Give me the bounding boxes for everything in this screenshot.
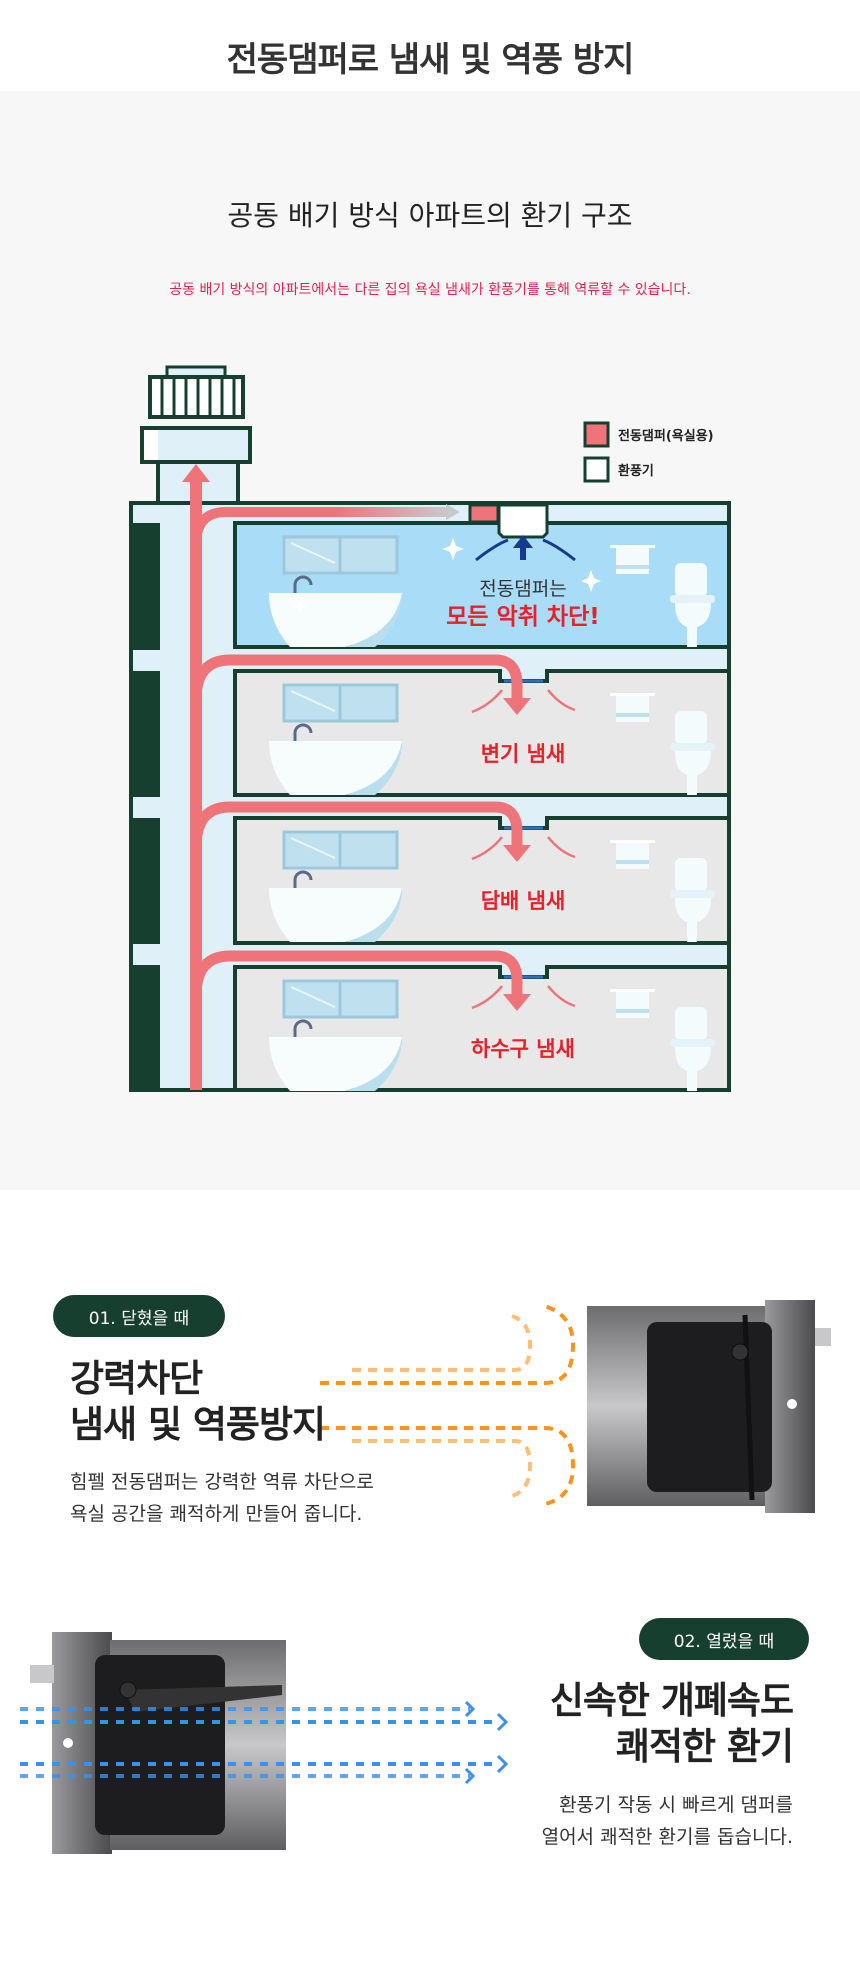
floor-odor-label: 담배 냄새	[481, 889, 566, 913]
sparkle-icon	[293, 538, 601, 614]
odor-riser-arrow	[190, 478, 202, 1090]
damper-headline: 모든 악취 차단!	[446, 604, 599, 630]
closed-description-line: 힘펠 전동댐퍼는 강력한 역류 차단으로	[70, 1471, 374, 1493]
intake-arrows-icon	[475, 538, 576, 562]
electric-damper	[468, 503, 500, 524]
floor-odor-label: 변기 냄새	[481, 742, 566, 766]
legend: 전동댐퍼(욕실용) 환풍기	[583, 421, 714, 483]
open-airflow-icon	[20, 1707, 500, 1778]
damper-caption: 전동댐퍼는	[479, 578, 566, 600]
legend-swatch-damper	[583, 421, 610, 448]
closed-heading-line: 냄새 및 역풍방지	[70, 1403, 326, 1446]
page-title: 전동댐퍼로 냄새 및 역풍 방지	[226, 40, 635, 80]
apartment-diagram: 전동댐퍼는 모든 악취 차단! 변기 냄새 담배 냄새 하수구 냄새	[129, 365, 731, 1093]
damper-open-photo	[30, 1632, 286, 1854]
building-wall	[131, 523, 160, 1090]
legend-swatch-fan	[583, 456, 610, 483]
legend-label: 전동댐퍼(욕실용)	[618, 428, 714, 444]
closed-heading-line: 강력차단	[70, 1357, 203, 1400]
exhaust-base	[140, 426, 252, 464]
structure-subtitle: 공동 배기 방식 아파트의 환기 구조	[227, 199, 633, 232]
odor-backflow-arrows	[190, 654, 523, 997]
damper-closed-photo	[587, 1300, 831, 1513]
closed-description: 힘펠 전동댐퍼는 강력한 역류 차단으로 욕실 공간을 쾌적하게 만들어 줍니다…	[70, 1466, 374, 1530]
open-heading-line: 쾌적한 환기	[615, 1725, 794, 1768]
closed-description-line: 욕실 공간을 쾌적하게 만들어 줍니다.	[70, 1503, 363, 1525]
floor-odor-label: 하수구 냄새	[471, 1037, 575, 1061]
open-description-line: 열어서 쾌적한 환기를 돕습니다.	[541, 1826, 793, 1848]
closed-heading: 강력차단 냄새 및 역풍방지	[70, 1356, 326, 1448]
open-state-badge: 02. 열렸을 때	[639, 1618, 809, 1660]
open-description-line: 환풍기 작동 시 빠르게 댐퍼를	[559, 1794, 793, 1816]
blocked-airflow-icon	[320, 1303, 576, 1507]
open-heading: 신속한 개폐속도 쾌적한 환기	[549, 1678, 794, 1770]
legend-label: 환풍기	[618, 463, 654, 479]
closed-state-badge: 01. 닫혔을 때	[53, 1295, 225, 1337]
structure-description: 공동 배기 방식의 아파트에서는 다른 집의 욕실 냄새가 환풍기를 통해 역류…	[169, 282, 691, 298]
open-description: 환풍기 작동 시 빠르게 댐퍼를 열어서 쾌적한 환기를 돕습니다.	[542, 1789, 793, 1853]
open-heading-line: 신속한 개폐속도	[549, 1679, 794, 1722]
ventilation-fan	[497, 503, 549, 539]
